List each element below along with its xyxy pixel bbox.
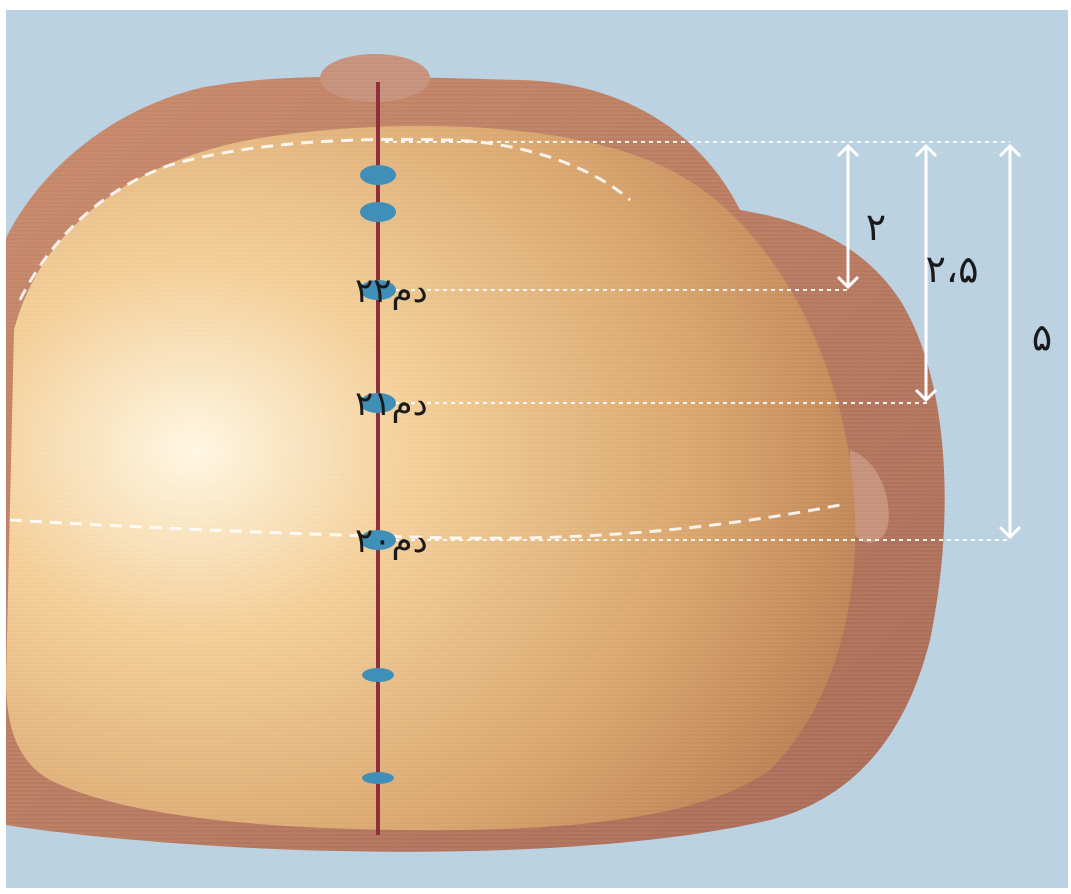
measurement-value-3: ۵	[1032, 315, 1052, 359]
measurement-value-1: ۲	[866, 205, 886, 249]
acupoint-label-5: دم۲۰	[355, 521, 428, 561]
acupoint-2	[360, 202, 396, 222]
guide-lines	[385, 141, 1010, 541]
acupoint-4	[360, 393, 396, 413]
acupoints: دم۲۲ دم۲۱ دم۲۰	[355, 165, 428, 784]
acupoint-label-3: دم۲۲	[355, 271, 428, 311]
acupoint-1	[360, 165, 396, 185]
acupoint-5	[360, 530, 396, 550]
measurement-value-2: ۲،۵	[925, 247, 978, 291]
hairline-dashed-top	[18, 137, 631, 301]
measurement-arrow-1	[836, 143, 860, 290]
acupoint-6	[362, 668, 394, 682]
acupoint-label-4: دم۲۱	[355, 384, 428, 424]
acupoint-7	[362, 772, 394, 784]
hairline-dashed-bottom	[9, 503, 841, 540]
measurement-arrows: ۲ ۲،۵ ۵	[836, 143, 1052, 540]
acupoint-3	[360, 280, 396, 300]
measurement-arrow-2	[914, 143, 938, 403]
measurement-arrow-3	[998, 143, 1022, 540]
